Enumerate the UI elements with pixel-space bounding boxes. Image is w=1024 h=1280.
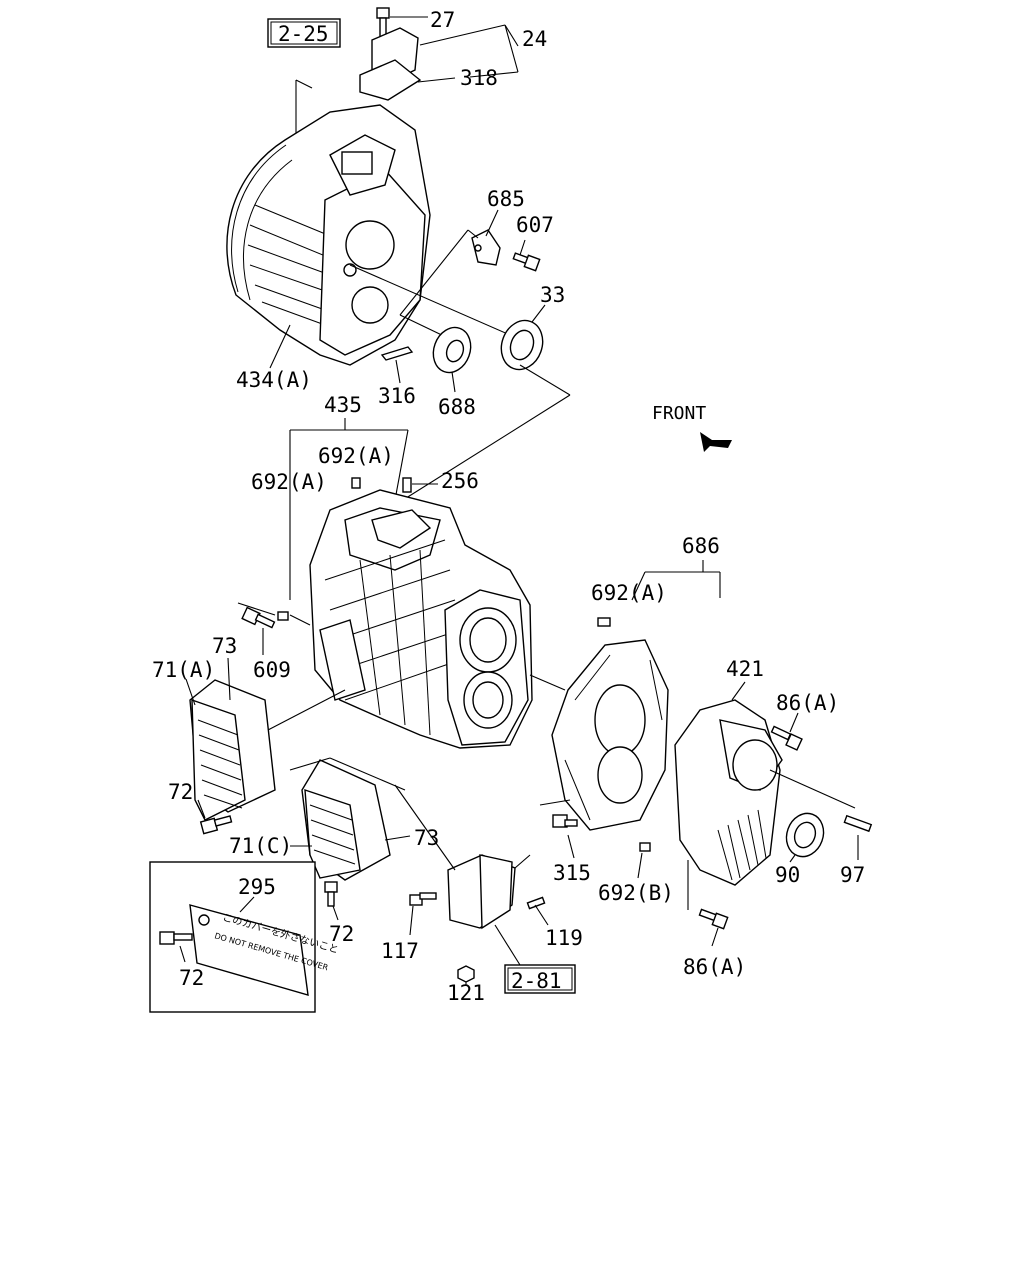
callout-119[interactable]: 119 [545, 926, 583, 950]
rear-case-686 [551, 639, 669, 831]
callout-609[interactable]: 609 [253, 658, 291, 682]
callout-121[interactable]: 121 [447, 981, 485, 1005]
pin-256 [402, 477, 412, 493]
warning-plate-inset: このカバーを外さないこと DO NOT REMOVE THE COVER 295… [149, 861, 340, 1013]
bolt-315 [552, 814, 578, 828]
callout-33[interactable]: 33 [540, 283, 565, 307]
clutch-housing-434a [226, 104, 431, 366]
callout-27[interactable]: 27 [430, 8, 455, 32]
callout-692a-1[interactable]: 692(A) [318, 444, 394, 468]
pin-692b [639, 842, 651, 852]
callout-90[interactable]: 90 [775, 863, 800, 887]
callout-692a-2[interactable]: 692(A) [251, 470, 327, 494]
ref-label-2-25: 2-25 [278, 22, 329, 46]
bolt-607 [512, 252, 541, 272]
callout-318[interactable]: 318 [460, 66, 498, 90]
callout-692b[interactable]: 692(B) [598, 881, 674, 905]
callout-24[interactable]: 24 [522, 27, 547, 51]
callout-72-1[interactable]: 72 [168, 780, 193, 804]
callout-316[interactable]: 316 [378, 384, 416, 408]
side-cover-71a [189, 679, 276, 821]
callout-607[interactable]: 607 [516, 213, 554, 237]
callout-86a-1[interactable]: 86(A) [776, 691, 839, 715]
bolt-72-middle [324, 881, 338, 907]
callout-72-3[interactable]: 72 [179, 966, 204, 990]
key-316 [380, 346, 414, 361]
callout-97[interactable]: 97 [840, 863, 865, 887]
callout-71a[interactable]: 71(A) [152, 658, 215, 682]
callout-686[interactable]: 686 [682, 534, 720, 558]
transmission-case-435 [309, 489, 533, 749]
reference-box-2-25[interactable]: 2-25 [267, 18, 341, 48]
bolt-609 [241, 606, 276, 629]
pin-692a-case [277, 611, 289, 621]
front-label: FRONT [652, 403, 706, 424]
extension-housing-421 [674, 699, 783, 886]
callout-315[interactable]: 315 [553, 861, 591, 885]
bolt-72-upper [199, 815, 233, 835]
side-cover-71c [301, 759, 391, 881]
dowel-pin-692a [351, 477, 361, 489]
bolt-86a-upper [770, 725, 803, 751]
callout-72-2[interactable]: 72 [329, 922, 354, 946]
callout-421[interactable]: 421 [726, 657, 764, 681]
bolt-86a-lower [698, 908, 729, 930]
bracket-685 [471, 229, 501, 266]
callout-73-1[interactable]: 73 [212, 634, 237, 658]
callout-435[interactable]: 435 [324, 393, 362, 417]
callout-117[interactable]: 117 [381, 939, 419, 963]
callout-86a-2[interactable]: 86(A) [683, 955, 746, 979]
callout-685[interactable]: 685 [487, 187, 525, 211]
ref-label-2-81: 2-81 [511, 969, 562, 993]
callout-688[interactable]: 688 [438, 395, 476, 419]
callout-295[interactable]: 295 [238, 875, 276, 899]
callout-71c[interactable]: 71(C) [229, 834, 292, 858]
bearing-688 [432, 326, 472, 374]
stud-97 [843, 814, 873, 833]
oil-seal-90 [785, 812, 825, 858]
oil-seal-33 [500, 319, 544, 371]
callout-434a[interactable]: 434(A) [236, 368, 312, 392]
callout-692a-3[interactable]: 692(A) [591, 581, 667, 605]
pto-cover [409, 854, 546, 983]
front-arrow-icon [700, 432, 732, 452]
callout-256[interactable]: 256 [441, 469, 479, 493]
reference-box-2-81[interactable]: 2-81 [504, 964, 576, 994]
pin-692a-rear [597, 617, 611, 627]
cover-24 [359, 27, 422, 101]
